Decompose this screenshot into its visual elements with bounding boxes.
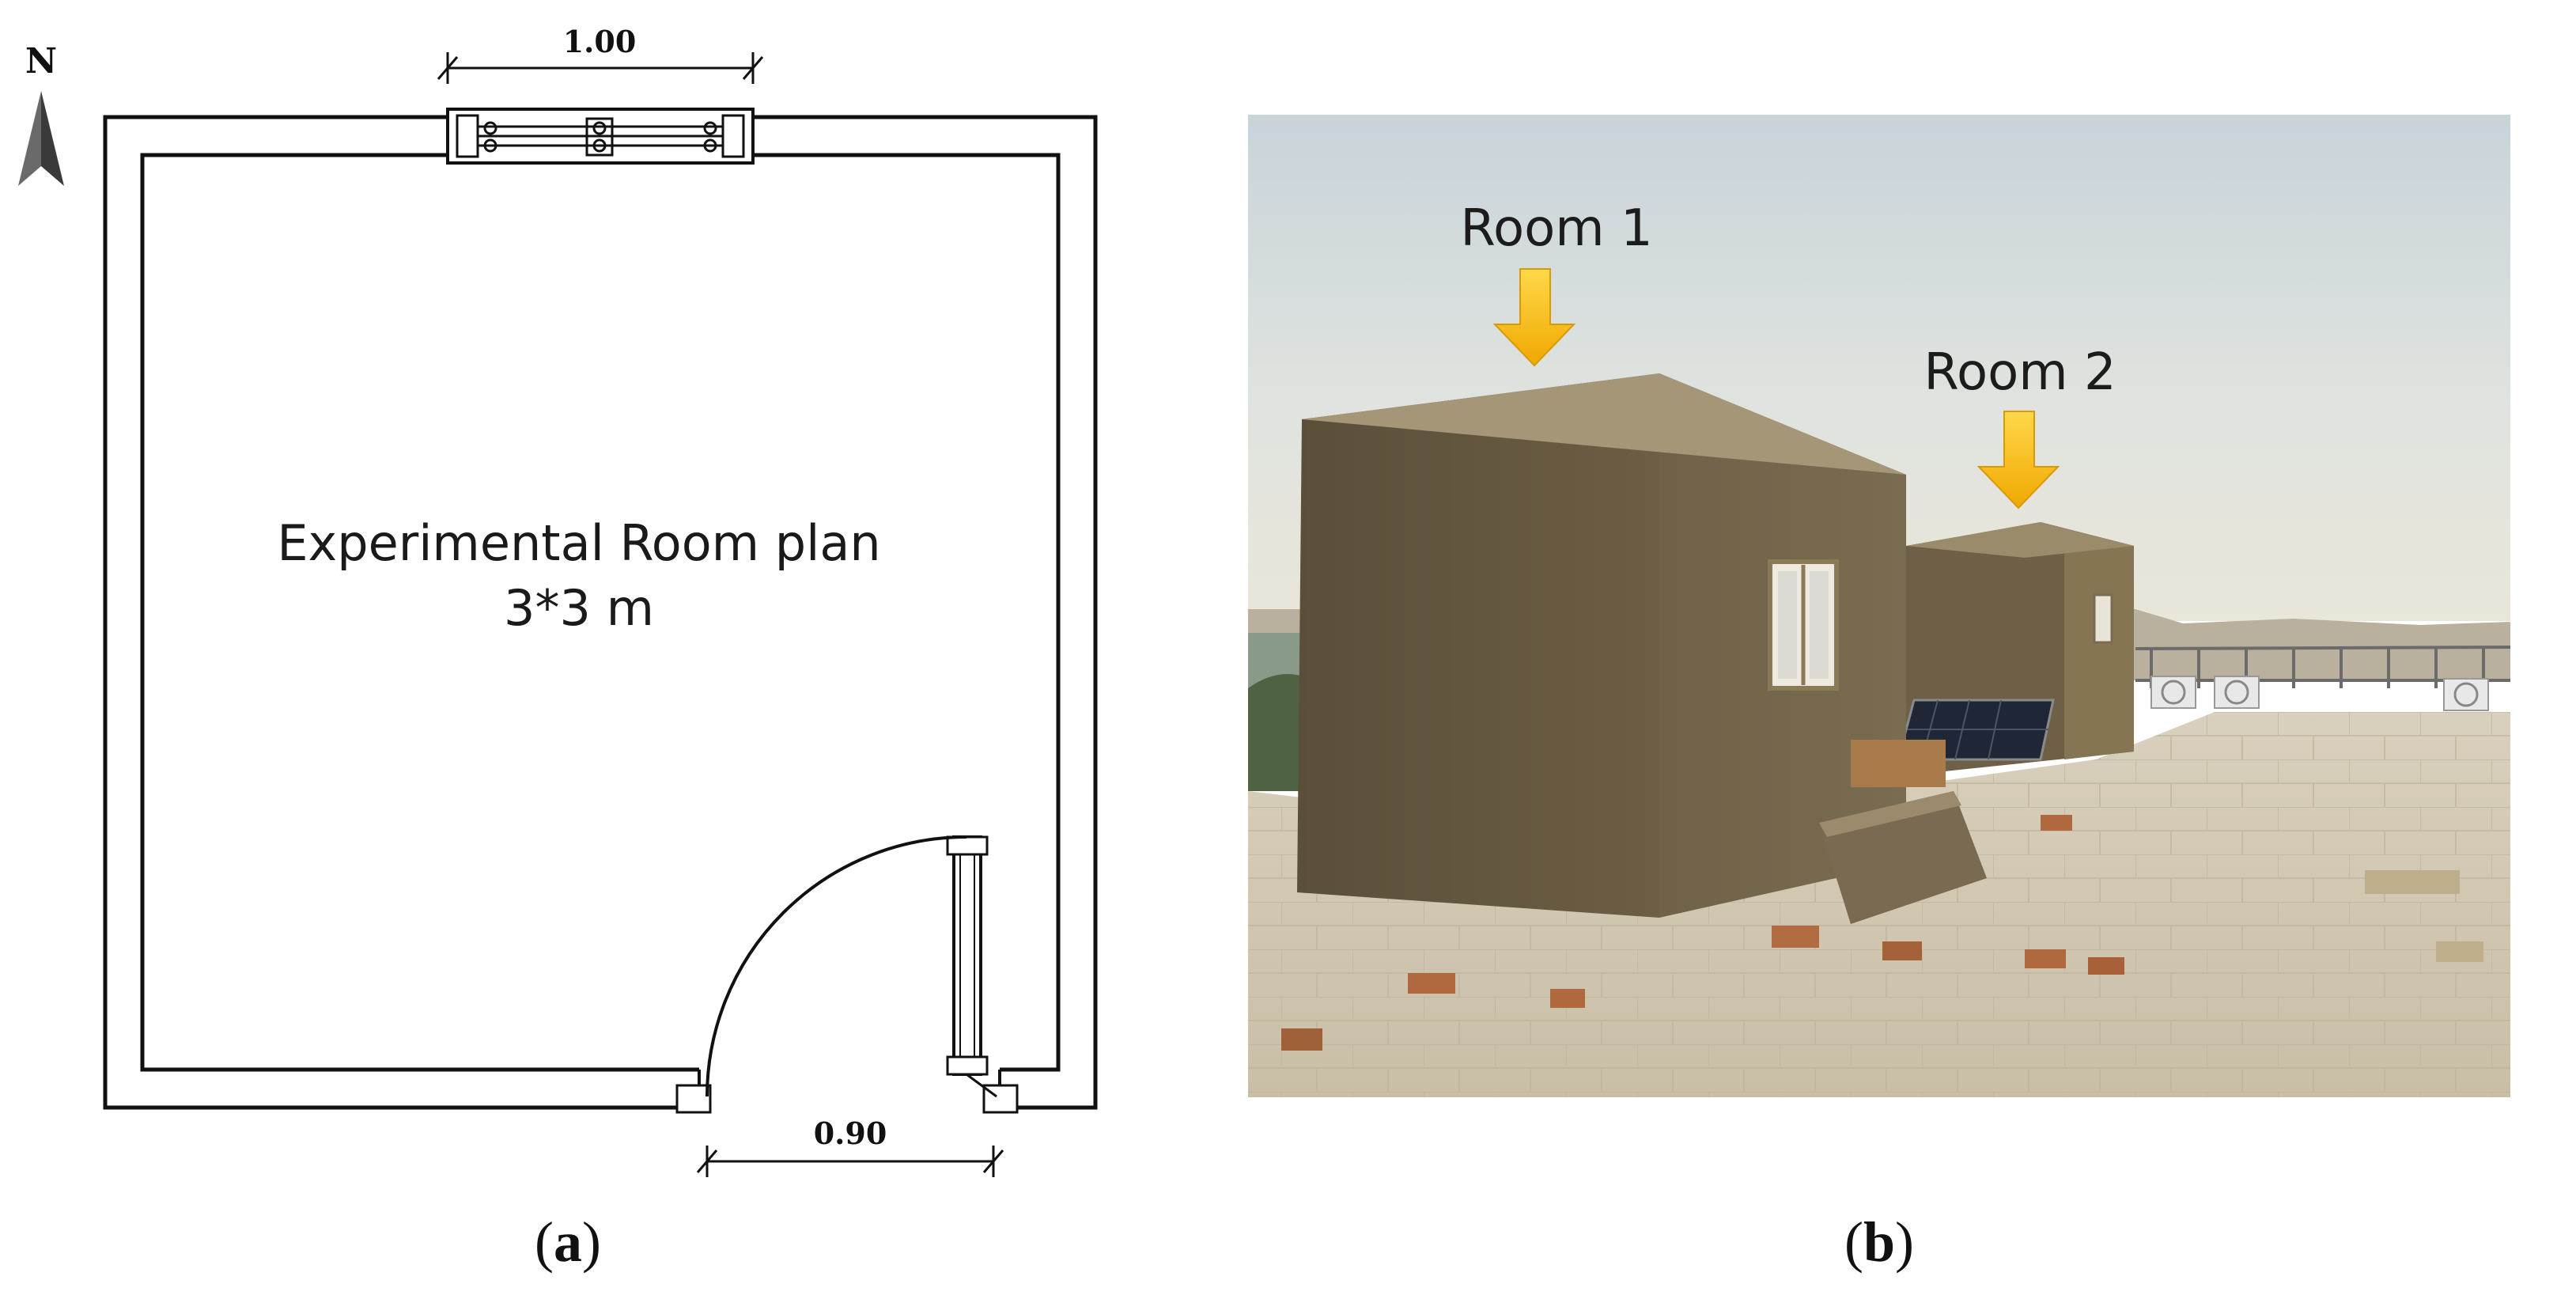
door-dimension-line xyxy=(696,1146,1004,1177)
window-dimension-label: 1.00 xyxy=(563,24,637,59)
room-1-label: Room 1 xyxy=(1460,199,1652,258)
caption-a-letter: a xyxy=(554,1210,582,1274)
room-2-label: Room 2 xyxy=(1923,343,2116,402)
caption-b: (b) xyxy=(1844,1210,1914,1274)
room-2-arrow-icon xyxy=(1976,411,2060,509)
window-dimension-line xyxy=(437,52,764,84)
caption-b-close: ) xyxy=(1895,1210,1914,1274)
north-arrow-icon xyxy=(18,91,64,186)
room-1-arrow-icon xyxy=(1492,268,1576,367)
plan-title: Experimental Room plan xyxy=(277,514,880,572)
room-1-building xyxy=(1297,373,1906,918)
caption-b-letter: b xyxy=(1863,1210,1895,1274)
caption-a-open: ( xyxy=(535,1210,554,1274)
caption-a: (a) xyxy=(535,1210,601,1274)
window-symbol xyxy=(446,108,755,165)
door-dimension-label: 0.90 xyxy=(814,1115,887,1151)
caption-b-open: ( xyxy=(1844,1210,1863,1274)
caption-a-close: ) xyxy=(582,1210,601,1274)
plan-size: 3*3 m xyxy=(504,579,654,637)
door-symbol xyxy=(675,835,1019,1114)
rooms-photo-panel: Room 1 Room 2 xyxy=(1248,115,2510,1097)
north-label: N xyxy=(25,41,57,81)
debris xyxy=(1281,740,2483,1051)
ac-units xyxy=(2150,676,2489,711)
floor-plan-panel: N 1.00 xyxy=(18,24,1098,1177)
